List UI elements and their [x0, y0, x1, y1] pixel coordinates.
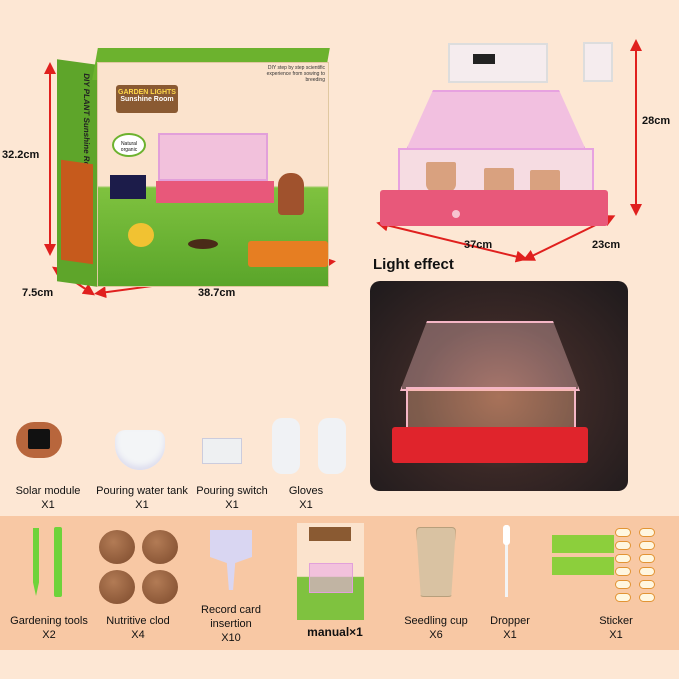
dropper-image	[503, 525, 510, 597]
sticker-image	[552, 557, 614, 575]
greenhouse-width-label: 37cm	[464, 239, 493, 251]
box-brand: GARDEN LIGHTS	[118, 89, 176, 96]
manual-image	[297, 523, 364, 620]
greenhouse-roof	[406, 90, 586, 150]
glove-right-image	[318, 418, 346, 474]
gardening-fork-image	[33, 528, 39, 596]
solar-module-image	[16, 422, 62, 458]
girl-character-icon	[278, 173, 304, 215]
water-tank-icon	[583, 42, 613, 82]
greenhouse-depth-label: 23cm	[592, 239, 621, 251]
box-subtitle: Sunshine Room	[120, 96, 174, 103]
nutritive-clod-image	[142, 530, 178, 564]
box-height-label: 32.2cm	[2, 149, 40, 161]
greenhouse-height-label: 28cm	[642, 115, 671, 127]
soil-icon	[188, 239, 218, 249]
box-greenhouse	[158, 133, 268, 181]
box-side-panel	[61, 159, 93, 265]
nutritive-clod-image	[99, 530, 135, 564]
sticker-tags	[615, 528, 665, 606]
product-box: DIY PLANT Sunshine Room GARDEN LIGHTS Su…	[55, 40, 330, 295]
box-width-label: 38.7cm	[198, 287, 236, 299]
glove-left-image	[272, 418, 300, 474]
sticker-image	[552, 535, 614, 553]
box-night-photo	[110, 175, 146, 199]
greenhouse-tray	[380, 190, 608, 226]
nutritive-clod-image	[99, 570, 135, 604]
light-effect-label: Light effect	[373, 256, 454, 273]
box-front: GARDEN LIGHTS Sunshine Room DIY step by …	[97, 62, 329, 287]
solar-panel-icon	[473, 54, 495, 64]
content-label: manual×1	[307, 625, 363, 639]
greenhouse-product	[378, 40, 613, 240]
box-bottom-strip	[248, 241, 328, 267]
box-greenhouse-tray	[156, 181, 274, 203]
sunflower-icon	[128, 223, 154, 247]
greenhouse-vent	[448, 43, 548, 83]
water-tank-image	[115, 430, 165, 470]
pouring-switch-image	[202, 438, 242, 464]
seedling-cup-image	[416, 527, 456, 597]
nutritive-clod-image	[142, 570, 178, 604]
box-depth-label: 7.5cm	[22, 287, 54, 299]
box-side: DIY PLANT Sunshine Room	[57, 59, 97, 287]
box-brand-sign: GARDEN LIGHTS Sunshine Room	[116, 85, 178, 113]
natural-badge: Natural organic	[112, 133, 146, 157]
box-tagline: DIY step by step scientific experience f…	[266, 65, 325, 83]
gardening-shovel-image	[54, 527, 62, 597]
light-effect-photo	[370, 281, 628, 491]
